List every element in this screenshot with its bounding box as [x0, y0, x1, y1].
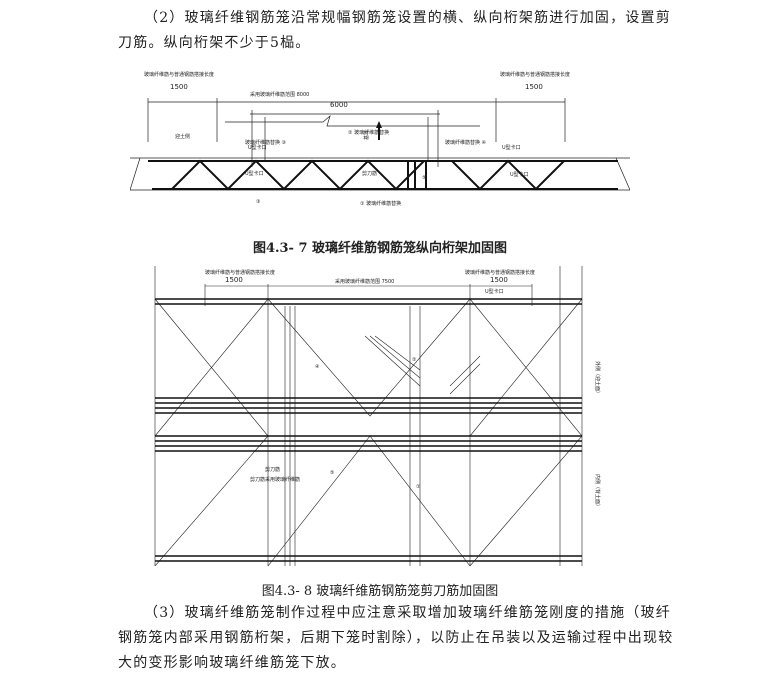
figure-caption-7: 图4.3- 7 玻璃纤维筋钢筋笼纵向桁架加固图 [252, 241, 508, 256]
label-1: ① 玻璃纤维筋替换 [360, 200, 401, 207]
paragraph-3: （3）玻璃纤维筋笼制作过程中应注意采取增加玻璃纤维筋笼刚度的措施（玻纤钢筋笼内部… [118, 601, 678, 676]
u-clip-label: U型卡口 [510, 171, 529, 178]
label-5: ⑤ [422, 175, 426, 181]
lap-length-label-left: 玻璃纤维筋与普通钢筋搭接长度 [205, 269, 275, 276]
label-2: ② [412, 357, 417, 363]
direction-label: 基坑 [363, 130, 370, 140]
dim-1500-right: 1500 [525, 83, 543, 91]
label-scissor: 剪刀筋 [362, 170, 377, 177]
u-clip-label: U型卡口 [485, 288, 504, 295]
dim-6000: 6000 [330, 101, 348, 109]
dim-1500-left: 1500 [170, 83, 188, 91]
label-5: ⑤ [330, 470, 334, 476]
dim-1500-left: 1500 [225, 276, 243, 284]
dim-1500-right: 1500 [490, 276, 508, 284]
label-1: ① [416, 484, 421, 490]
figure-truss-reinforcement: 玻璃纤维筋与普通钢筋搭接长度 玻璃纤维筋与普通钢筋搭接长度 采用玻璃纤维筋范围 8… [130, 71, 630, 207]
span-label: 采用玻璃纤维筋范围 8000 [250, 91, 309, 98]
soil-side-label: 迎土侧 [175, 133, 190, 140]
label-4: 玻璃纤维筋替换 ④ [445, 139, 487, 146]
scissor-note: 剪刀筋采用玻璃纤维筋 [250, 476, 300, 483]
figure-caption-8: 图4.3- 8 玻璃纤维筋钢筋笼剪刀筋加固图 [261, 584, 499, 599]
paragraph-text: （3）玻璃纤维筋笼制作过程中应注意采取增加玻璃纤维筋笼刚度的措施（玻纤钢筋笼内部… [118, 605, 674, 671]
label-3-bottom: ③ [256, 199, 260, 205]
inner-side-label: 内侧（背土面） [594, 474, 601, 509]
figure-scissor-reinforcement: 玻璃纤维筋与普通钢筋搭接长度 玻璃纤维筋与普通钢筋搭接长度 采用玻璃纤维筋范围 7… [154, 266, 601, 566]
label-2: ② 玻璃纤维筋替换 [348, 129, 389, 136]
u-clip-label: U型卡口 [502, 144, 521, 151]
lap-length-label-left: 玻璃纤维筋与普通钢筋搭接长度 [144, 71, 214, 78]
u-clip-label: U型卡口 [248, 144, 267, 151]
outer-side-label: 外侧（迎土面） [594, 361, 601, 396]
paragraph-2: （2）玻璃纤维钢筋笼沿常规幅钢筋笼设置的横、纵向桁架筋进行加固，设置剪刀筋。纵向… [118, 6, 678, 56]
u-clip-label: U型卡口 [245, 170, 264, 177]
span-label: 采用玻璃纤维筋范围 7500 [335, 278, 394, 285]
paragraph-text: （2）玻璃纤维钢筋笼沿常规幅钢筋笼设置的横、纵向桁架筋进行加固，设置剪刀筋。纵向… [118, 10, 671, 51]
label-4: ④ [315, 364, 320, 370]
label-3: 玻璃纤维筋替换 ③ [245, 139, 286, 146]
lap-length-label-right: 玻璃纤维筋与普通钢筋搭接长度 [500, 71, 570, 78]
lap-length-label-right: 玻璃纤维筋与普通钢筋搭接长度 [465, 269, 535, 276]
scissor-label: 剪刀筋 [265, 466, 280, 473]
